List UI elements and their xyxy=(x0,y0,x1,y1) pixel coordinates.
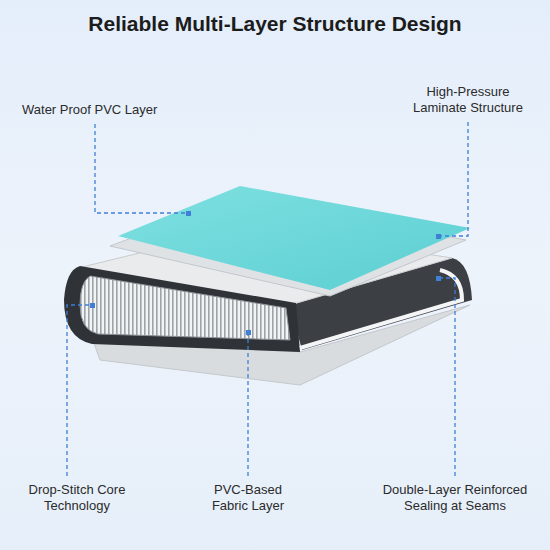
callout-label: Double-Layer Reinforced Sealing at Seams xyxy=(372,482,538,514)
drop-stitch-core xyxy=(80,276,290,340)
callout-label: PVC-Based Fabric Layer xyxy=(196,482,300,514)
callout-label: High-Pressure Laminate Structure xyxy=(402,84,534,116)
leader-dots xyxy=(90,211,441,335)
callout-label: Drop-Stitch Core Technology xyxy=(7,482,147,514)
pvc-top-layer xyxy=(118,186,470,290)
diagram-title: Reliable Multi-Layer Structure Design xyxy=(0,12,550,36)
callout-label: Water Proof PVC Layer xyxy=(22,102,157,118)
leader-lines xyxy=(67,122,468,476)
